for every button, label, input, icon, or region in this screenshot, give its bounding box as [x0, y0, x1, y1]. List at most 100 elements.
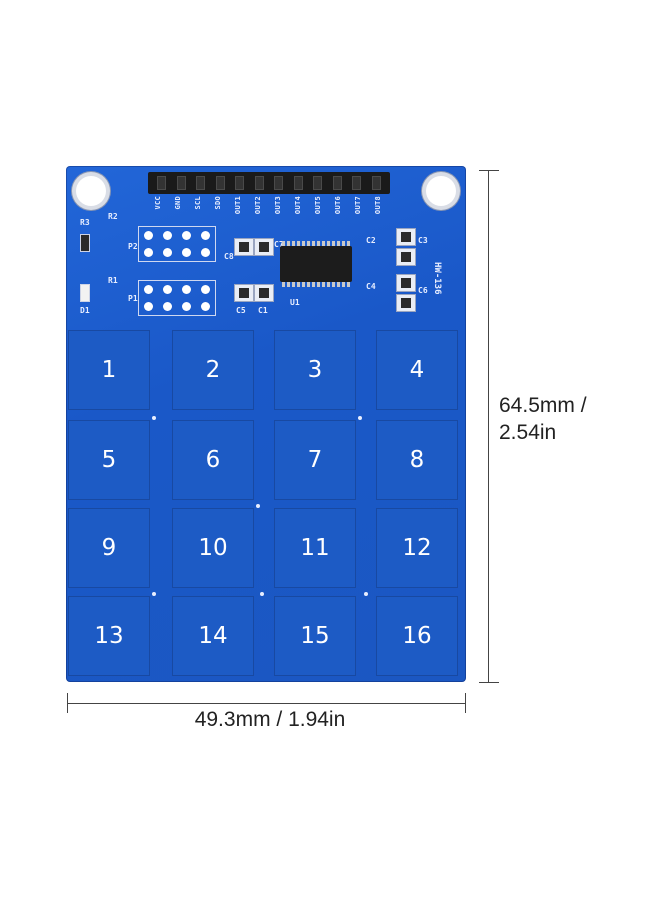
- touch-pad[interactable]: 3: [274, 330, 356, 410]
- pin-label: GND: [174, 196, 182, 210]
- width-dimension-line: [67, 703, 466, 704]
- header-pin: [371, 176, 381, 190]
- pin-label: OUT8: [374, 196, 382, 215]
- via: [256, 504, 260, 508]
- touch-pad[interactable]: 9: [68, 508, 150, 588]
- silk-model: HW-136: [432, 262, 442, 295]
- capacitor-c4: [396, 274, 416, 292]
- pin-label: OUT1: [234, 196, 242, 215]
- touch-keypad-pcb: VCC GND SCL SDO OUT1 OUT2 OUT3 OUT4 OUT5…: [66, 166, 466, 682]
- jumper-p2: [138, 226, 216, 262]
- silk-p1: P1: [128, 294, 138, 303]
- header-pin: [254, 176, 264, 190]
- via: [358, 416, 362, 420]
- jumper-pad: [144, 302, 153, 311]
- jumper-pad: [163, 248, 172, 257]
- silk-c6: C6: [418, 286, 428, 295]
- via: [364, 592, 368, 596]
- pin-label: OUT7: [354, 196, 362, 215]
- touch-pad[interactable]: 4: [376, 330, 458, 410]
- height-dimension-line: [488, 170, 489, 682]
- jumper-pad: [144, 285, 153, 294]
- silk-r1: R1: [108, 276, 118, 285]
- led-d1: [80, 284, 90, 302]
- silk-c4: C4: [366, 282, 376, 291]
- capacitor-c6: [396, 294, 416, 312]
- mounting-hole-left: [76, 176, 106, 206]
- silk-c5: C5: [236, 306, 246, 315]
- mounting-hole-right: [426, 176, 456, 206]
- pin-label: OUT3: [274, 196, 282, 215]
- jumper-pad: [201, 248, 210, 257]
- touch-pad[interactable]: 8: [376, 420, 458, 500]
- touch-pad[interactable]: 7: [274, 420, 356, 500]
- header-pin: [235, 176, 245, 190]
- capacitor-c5: [234, 284, 254, 302]
- silk-r2: R2: [108, 212, 118, 221]
- jumper-pad: [163, 302, 172, 311]
- header-pin: [196, 176, 206, 190]
- touch-pad[interactable]: 2: [172, 330, 254, 410]
- jumper-pad: [201, 302, 210, 311]
- touch-pad[interactable]: 5: [68, 420, 150, 500]
- jumper-pad: [163, 231, 172, 240]
- header-pin: [215, 176, 225, 190]
- width-dimension-label: 49.3mm / 1.94in: [194, 708, 346, 731]
- touch-pad[interactable]: 11: [274, 508, 356, 588]
- header-pin: [293, 176, 303, 190]
- header-pin: [332, 176, 342, 190]
- silk-u1: U1: [290, 298, 300, 307]
- via: [152, 592, 156, 596]
- touch-pad[interactable]: 16: [376, 596, 458, 676]
- capacitor-c2: [396, 228, 416, 246]
- silk-p2: P2: [128, 242, 138, 251]
- touch-controller-chip: [280, 241, 352, 287]
- silk-d1: D1: [80, 306, 90, 315]
- header-pin: [313, 176, 323, 190]
- capacitor-c1: [254, 284, 274, 302]
- touch-pad[interactable]: 6: [172, 420, 254, 500]
- pin-label: SDO: [214, 196, 222, 210]
- jumper-p1: [138, 280, 216, 316]
- jumper-pad: [201, 231, 210, 240]
- pin-label: OUT5: [314, 196, 322, 215]
- silk-c2: C2: [366, 236, 376, 245]
- height-dimension-metric: 64.5mm /: [499, 394, 587, 417]
- pin-label: OUT6: [334, 196, 342, 215]
- jumper-pad: [182, 248, 191, 257]
- capacitor-c8: [234, 238, 254, 256]
- silk-c3: C3: [418, 236, 428, 245]
- touch-pad[interactable]: 14: [172, 596, 254, 676]
- touch-pad[interactable]: 12: [376, 508, 458, 588]
- touch-pad[interactable]: 10: [172, 508, 254, 588]
- jumper-pad: [144, 231, 153, 240]
- resistor-r3: [80, 234, 90, 252]
- silk-c8: C8: [224, 252, 234, 261]
- width-dimension-cap-right: [465, 693, 466, 713]
- height-dimension-cap-bottom: [479, 682, 499, 683]
- jumper-pad: [182, 231, 191, 240]
- jumper-pad: [163, 285, 172, 294]
- width-dimension-cap-left: [67, 693, 68, 713]
- touch-pad[interactable]: 13: [68, 596, 150, 676]
- touch-pad[interactable]: 1: [68, 330, 150, 410]
- pin-label: OUT2: [254, 196, 262, 215]
- header-pin: [274, 176, 284, 190]
- silk-r3: R3: [80, 218, 90, 227]
- jumper-pad: [144, 248, 153, 257]
- capacitor-c3: [396, 248, 416, 266]
- jumper-pad: [182, 285, 191, 294]
- via: [152, 416, 156, 420]
- height-dimension-cap-top: [479, 170, 499, 171]
- pin-label: SCL: [194, 196, 202, 210]
- header-pin: [352, 176, 362, 190]
- height-dimension-imperial: 2.54in: [499, 421, 557, 444]
- touch-pad-grid: 1 2 3 4 5 6 7 8 9 10 11 12 13 14 15 16: [68, 330, 464, 678]
- pin-label: OUT4: [294, 196, 302, 215]
- via: [260, 592, 264, 596]
- header-pin: [176, 176, 186, 190]
- pin-label: VCC: [154, 196, 162, 210]
- touch-pad[interactable]: 15: [274, 596, 356, 676]
- header-pin: [157, 176, 167, 190]
- silk-c7: C7: [274, 240, 284, 249]
